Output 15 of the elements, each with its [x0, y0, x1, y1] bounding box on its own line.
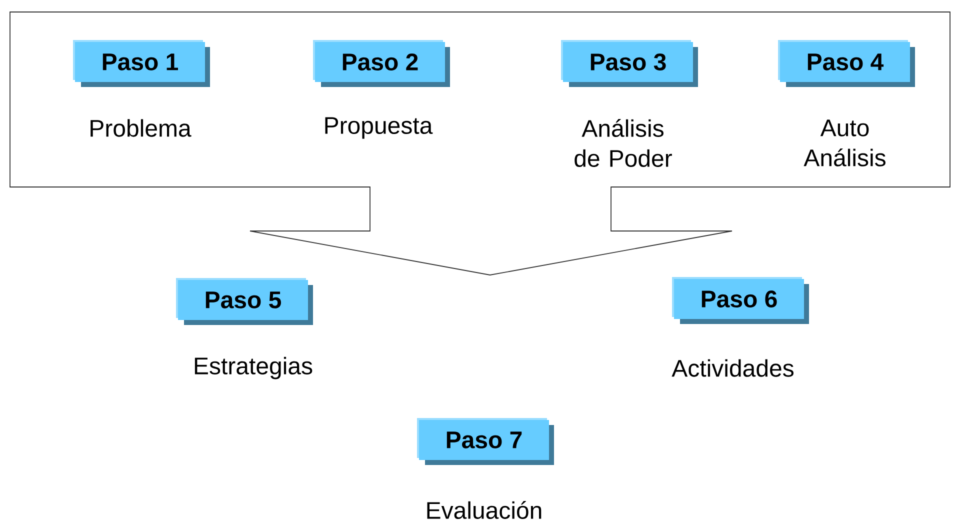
- step-box: Paso 1: [73, 40, 210, 87]
- step-label: Actividades: [672, 359, 794, 377]
- container-outline: [10, 12, 950, 276]
- step-box: Paso 4: [778, 40, 916, 87]
- step-label: Auto Análisis: [804, 120, 886, 166]
- step-box: Paso 7: [417, 418, 554, 465]
- step-label: Estrategias: [194, 356, 312, 380]
- step-box: Paso 2: [313, 40, 450, 87]
- step-label: Evaluación: [427, 501, 542, 519]
- step-label: Problema: [90, 119, 192, 137]
- step-label: Propuesta: [325, 117, 433, 139]
- step-label: Análisis de Poder: [574, 119, 672, 167]
- step-box: Paso 6: [672, 277, 810, 324]
- step-box: Paso 3: [561, 40, 698, 87]
- step-box: Paso 5: [176, 278, 313, 325]
